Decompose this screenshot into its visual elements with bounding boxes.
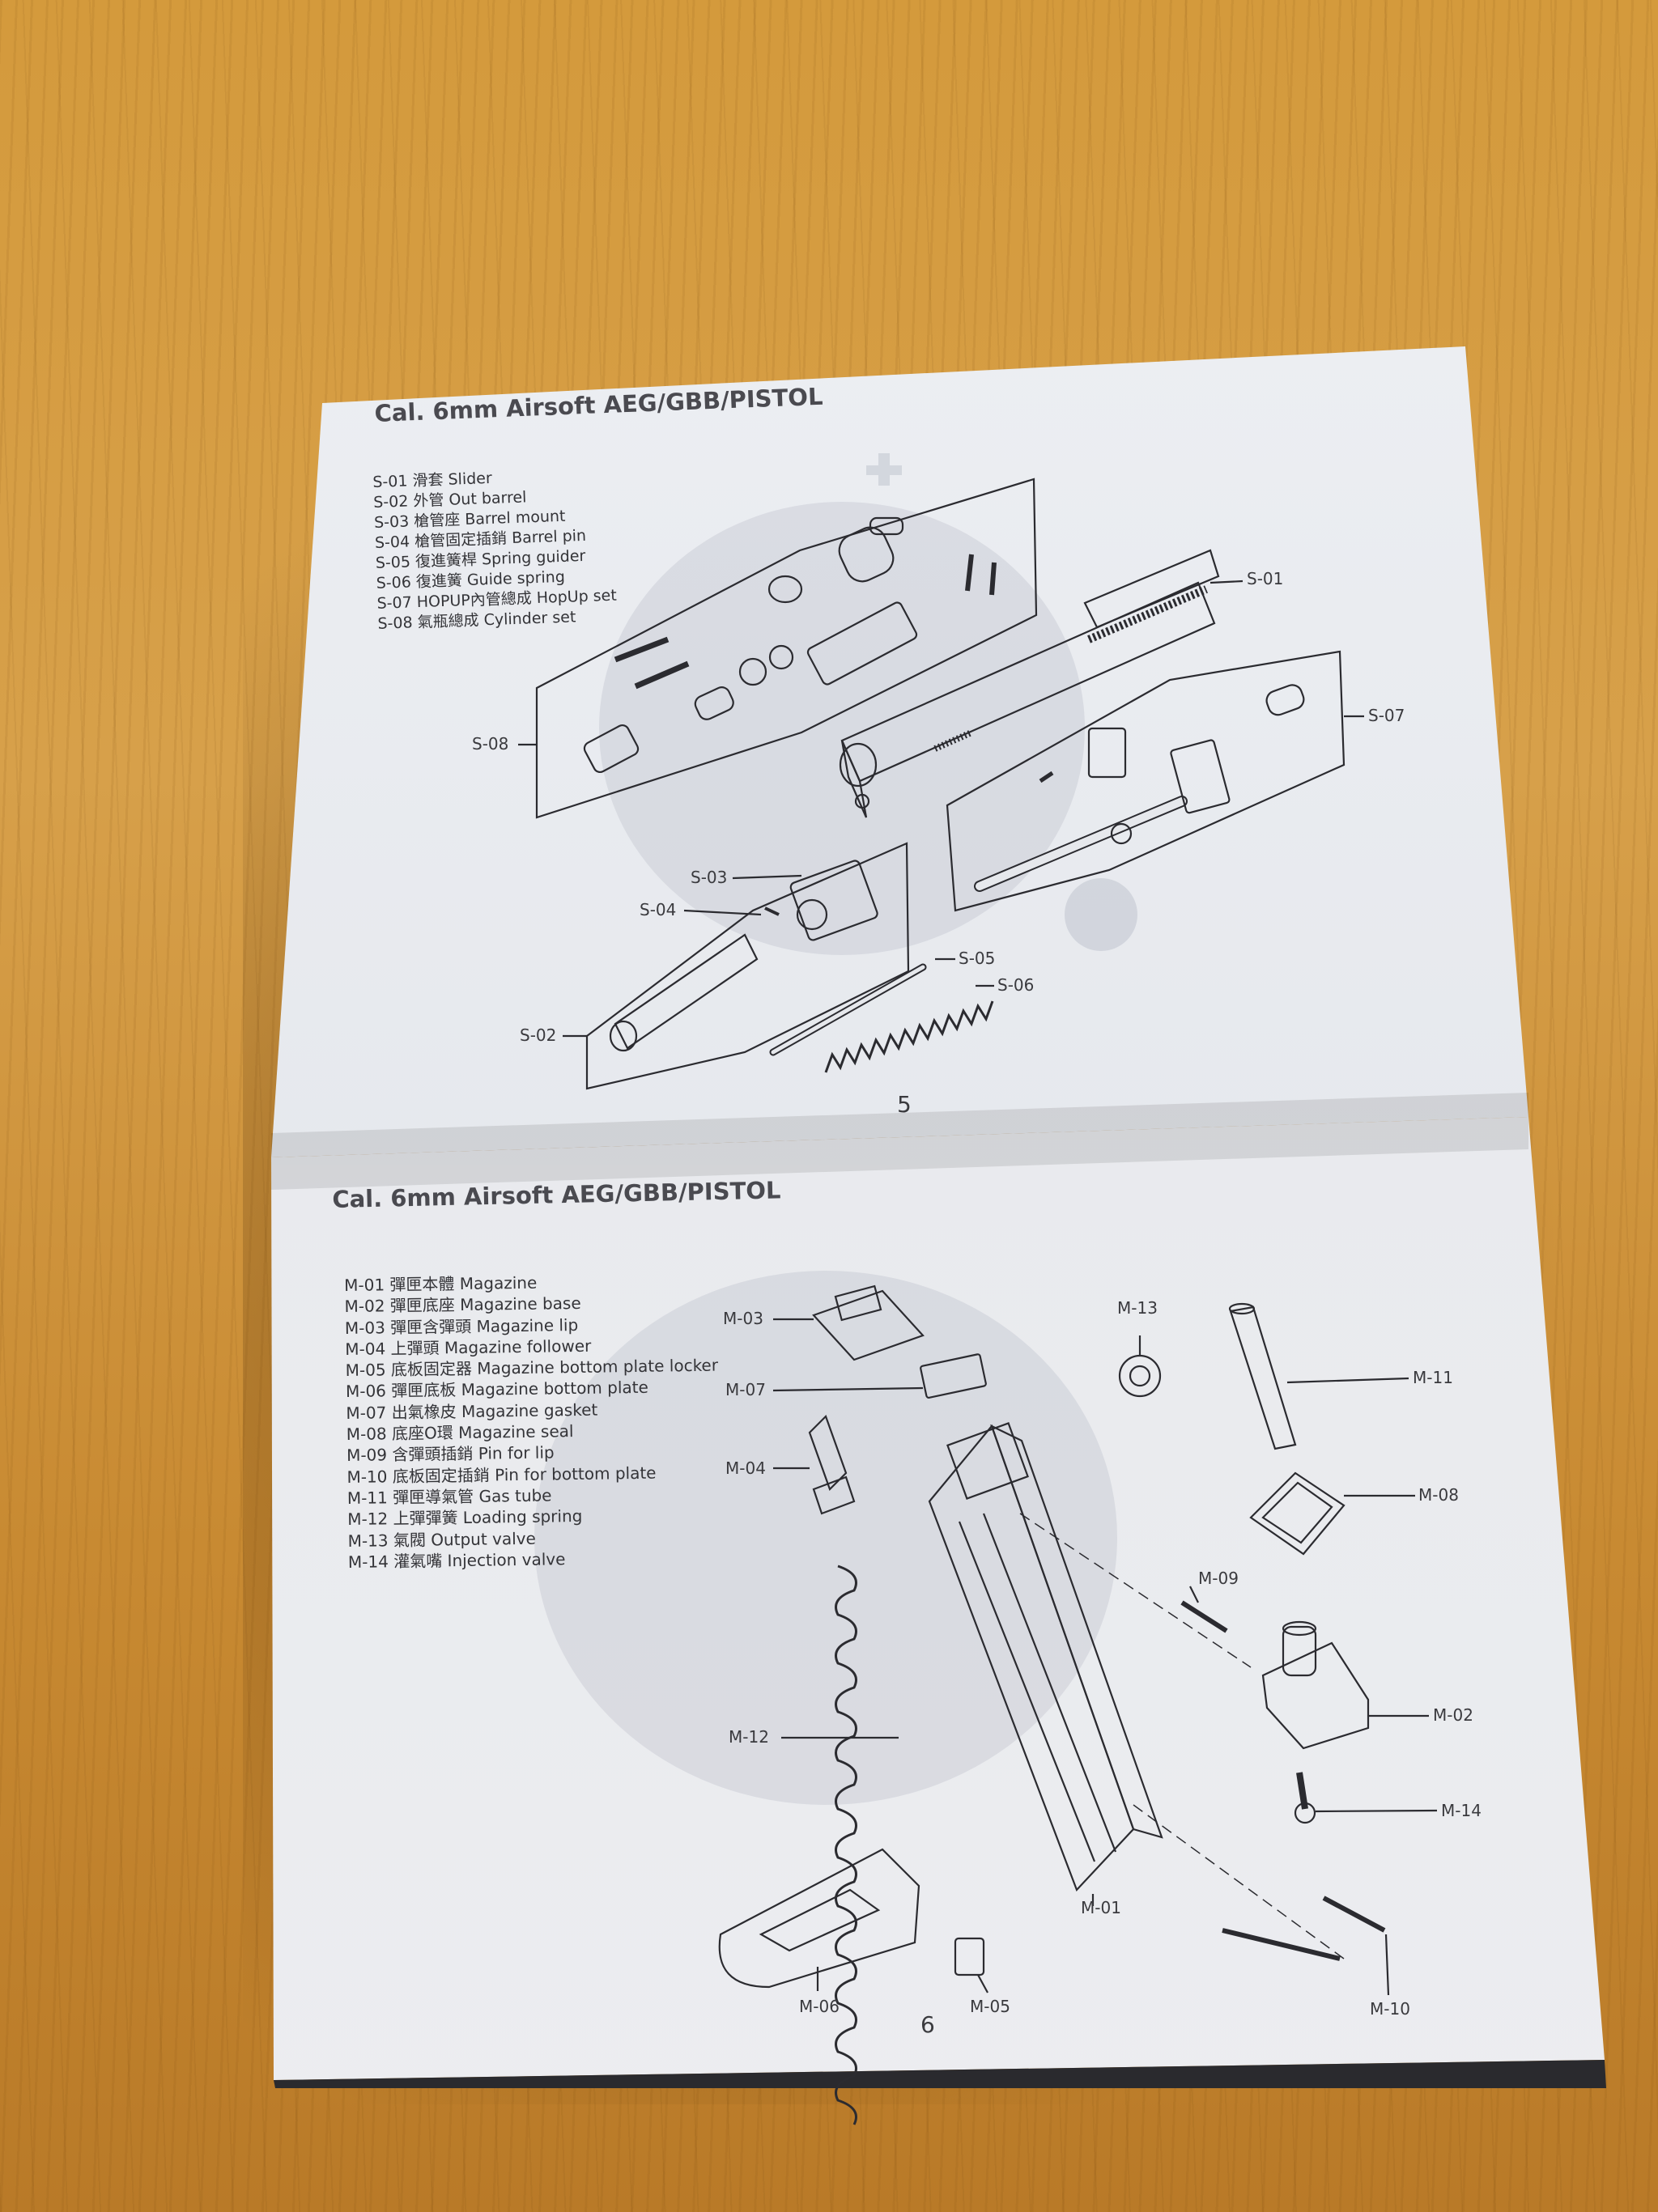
callout-label: M-04 [725, 1458, 766, 1478]
page-number: 6 [920, 2011, 935, 2038]
callout-label: M-08 [1418, 1485, 1459, 1505]
callout-label: M-05 [970, 1997, 1010, 2016]
callout-label: M-02 [1433, 1705, 1473, 1725]
callout-label: M-14 [1441, 1801, 1482, 1820]
callout-label: M-03 [723, 1309, 763, 1328]
callout-label: M-10 [1370, 1999, 1410, 2019]
callout-label: M-01 [1081, 1898, 1121, 1917]
callout-label: M-07 [725, 1380, 766, 1399]
callout-label: S-04 [640, 900, 677, 919]
callout-label: S-05 [959, 949, 996, 968]
callout-label: S-08 [472, 734, 509, 754]
callout-label: M-09 [1198, 1569, 1239, 1588]
callout-label: M-12 [729, 1727, 769, 1747]
callout-label: M-06 [799, 1997, 840, 2016]
callout-label: S-01 [1247, 569, 1284, 588]
callout-label: S-02 [520, 1025, 557, 1045]
callout-label: S-03 [691, 868, 728, 887]
callout-label: M-11 [1413, 1368, 1453, 1387]
callout-label: S-07 [1368, 706, 1405, 725]
callout-label: S-06 [997, 975, 1035, 995]
page-number: 5 [897, 1091, 912, 1118]
callout-label: M-13 [1117, 1298, 1158, 1318]
